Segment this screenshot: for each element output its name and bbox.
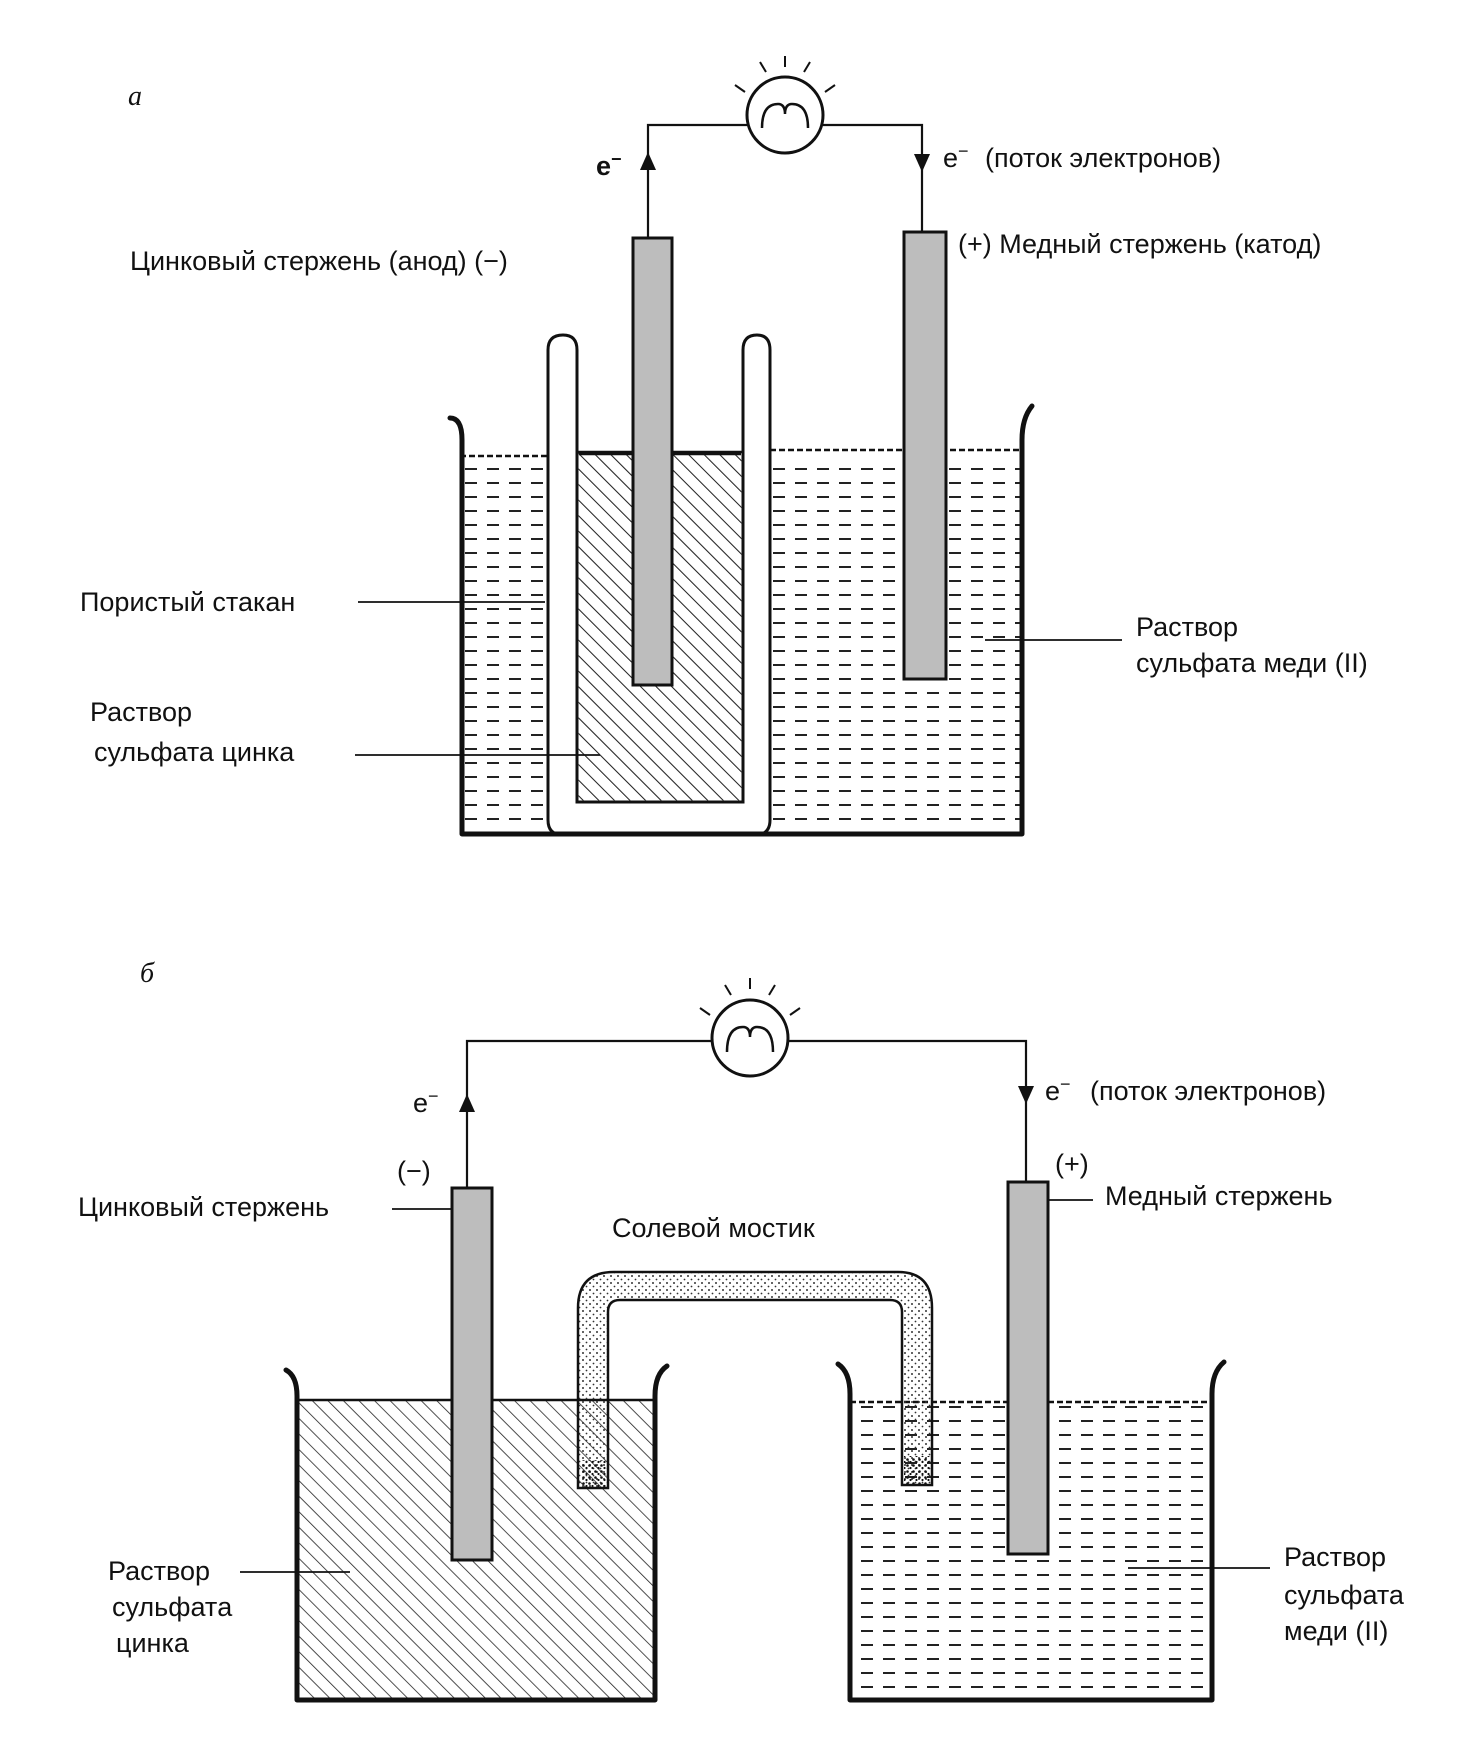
bridge-plug-left — [582, 1460, 606, 1488]
cuso4-label-b-2: сульфата — [1284, 1580, 1405, 1610]
circuit-wire-a-right — [823, 123, 924, 232]
zinc-rod-b — [450, 1186, 494, 1562]
panel-a-letter: а — [128, 81, 142, 112]
znso4-label-a-2: сульфата цинка — [94, 737, 295, 767]
arrow-up-icon — [459, 1094, 475, 1112]
znso4-label-b-3: цинка — [116, 1628, 190, 1658]
copper-rod-a — [902, 230, 948, 681]
arrow-down-icon — [1018, 1086, 1034, 1104]
cuso4-label-b-3: меди (II) — [1284, 1616, 1388, 1646]
znso4-label-a-1: Раствор — [90, 697, 192, 727]
circuit-wire-b — [465, 1039, 712, 1188]
electron-label-left-b: e− — [413, 1086, 439, 1118]
panel-b: б e− e− (поток электронов) (−) (+) — [78, 958, 1405, 1703]
copper-rod-label-b: Медный стержень — [1105, 1181, 1333, 1211]
beaker-b-right — [835, 1359, 1227, 1703]
electron-label-right-b: e− — [1045, 1074, 1071, 1106]
arrow-down-icon — [914, 154, 930, 172]
panel-b-letter: б — [140, 958, 155, 989]
electron-flow-label-a: (поток электронов) — [985, 143, 1221, 173]
copper-rod-b — [1006, 1180, 1050, 1556]
cuso4-label-a-2: сульфата меди (II) — [1136, 648, 1368, 678]
electron-label-left-a: e− — [596, 149, 622, 181]
minus-label-b: (−) — [397, 1156, 431, 1186]
znso4-label-b-1: Раствор — [108, 1556, 210, 1586]
zinc-rod-label-b: Цинковый стержень — [78, 1192, 329, 1222]
beaker-a — [447, 403, 1035, 837]
beaker-b-left — [283, 1363, 670, 1703]
salt-bridge-label: Солевой мостик — [612, 1213, 815, 1243]
arrow-up-icon — [640, 152, 656, 170]
zinc-rod-label-a: Цинковый стержень (анод) (−) — [130, 246, 508, 276]
porous-cup-label: Пористый стакан — [80, 587, 295, 617]
copper-rod-label-a: (+) Медный стержень (катод) — [958, 229, 1321, 259]
zinc-rod-a — [631, 236, 674, 687]
electron-label-right-a: e− — [943, 141, 969, 173]
circuit-wire-a — [646, 123, 747, 238]
salt-bridge — [576, 1270, 934, 1490]
cuso4-label-b-1: Раствор — [1284, 1542, 1386, 1572]
light-bulb-icon — [734, 56, 836, 155]
circuit-wire-b-right — [788, 1039, 1028, 1182]
znso4-label-b-2: сульфатa — [112, 1592, 233, 1622]
light-bulb-icon — [699, 978, 801, 1078]
electron-flow-label-b: (поток электронов) — [1090, 1076, 1326, 1106]
panel-a: а e− e− (поток электронов) — [80, 56, 1368, 837]
bridge-plug-right — [904, 1456, 930, 1484]
plus-label-b: (+) — [1055, 1149, 1089, 1179]
cuso4-label-a-1: Раствор — [1136, 612, 1238, 642]
